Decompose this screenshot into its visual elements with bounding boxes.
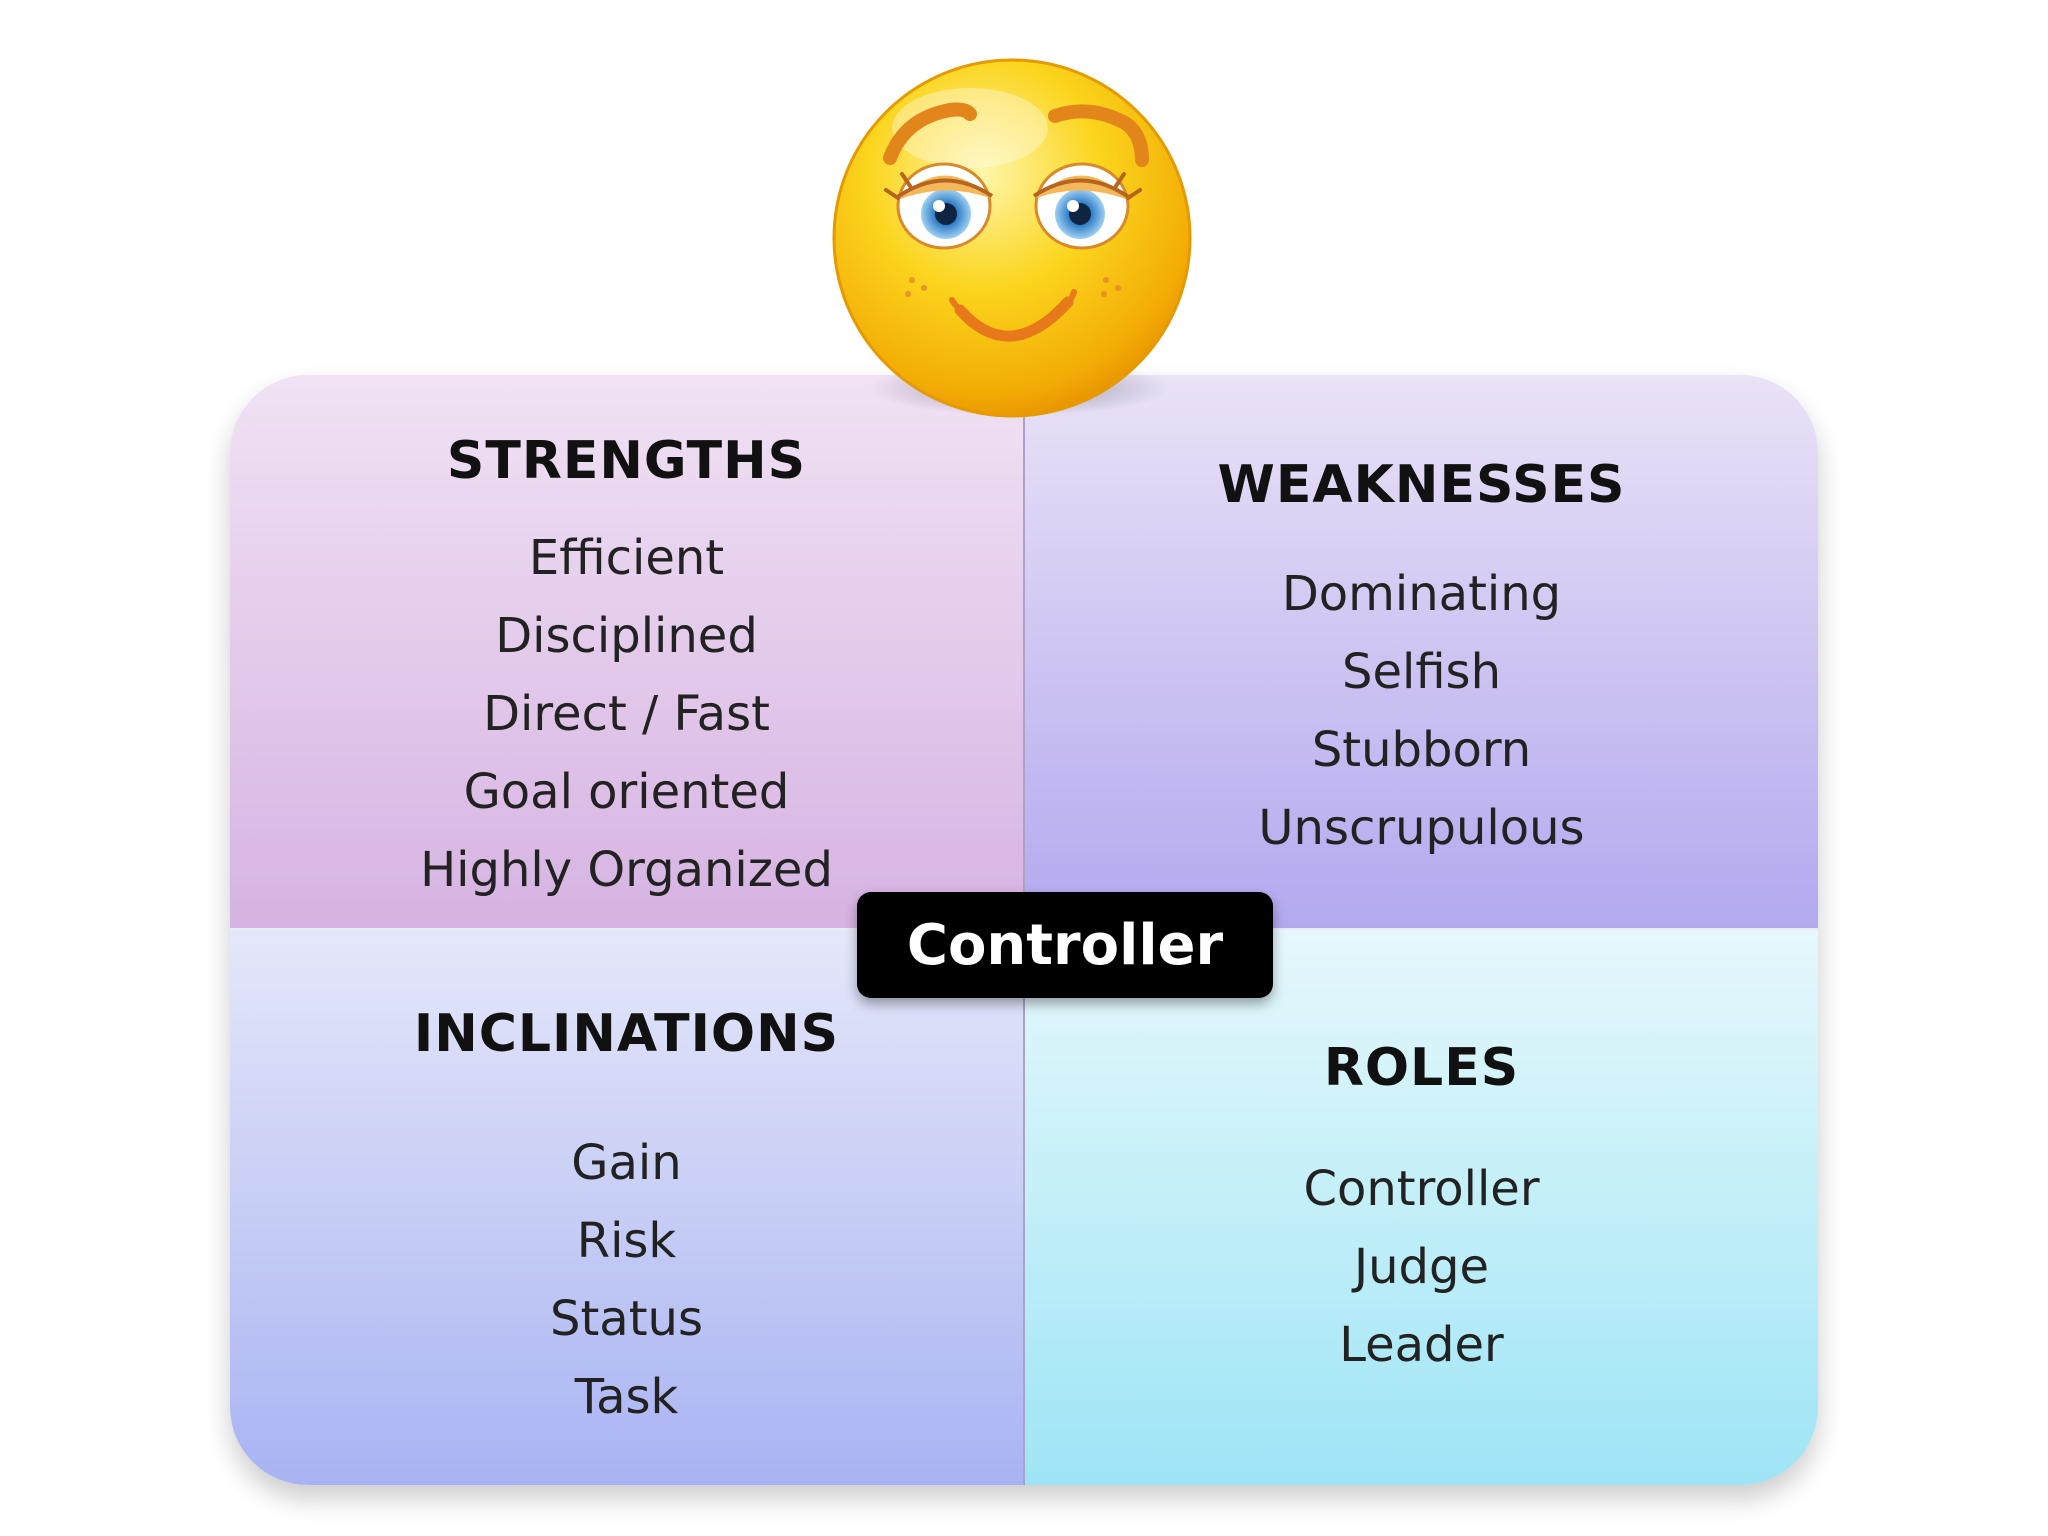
strengths-quadrant: STRENGTHS Efficient Disciplined Direct /…	[230, 375, 1023, 928]
personality-grid: STRENGTHS Efficient Disciplined Direct /…	[230, 375, 1818, 1485]
inclinations-quadrant: INCLINATIONS Gain Risk Status Task	[230, 930, 1023, 1485]
inclinations-list: Gain Risk Status Task	[550, 1124, 703, 1436]
list-item: Judge	[1353, 1239, 1490, 1295]
list-item: Risk	[576, 1213, 677, 1269]
list-item: Status	[550, 1291, 703, 1347]
smiley-face-icon	[832, 58, 1192, 418]
inclinations-heading: INCLINATIONS	[413, 1004, 840, 1064]
list-item: Highly Organized	[420, 842, 833, 898]
list-item: Controller	[1303, 1161, 1540, 1217]
list-item: Task	[574, 1369, 679, 1425]
roles-quadrant: ROLES Controller Judge Leader	[1025, 930, 1818, 1485]
list-item: Goal oriented	[463, 764, 790, 820]
list-item: Disciplined	[495, 608, 758, 664]
list-item: Gain	[571, 1135, 682, 1191]
center-label-badge: Controller	[857, 892, 1273, 998]
list-item: Selfish	[1341, 644, 1501, 700]
list-item: Dominating	[1281, 566, 1562, 622]
list-item: Direct / Fast	[483, 686, 770, 742]
strengths-heading: STRENGTHS	[446, 431, 807, 491]
list-item: Leader	[1339, 1317, 1504, 1373]
roles-list: Controller Judge Leader	[1303, 1150, 1539, 1384]
list-item: Stubborn	[1311, 722, 1532, 778]
list-item: Efficient	[528, 530, 725, 586]
roles-heading: ROLES	[1323, 1038, 1520, 1098]
list-item: Unscrupulous	[1258, 800, 1585, 856]
strengths-list: Efficient Disciplined Direct / Fast Goal…	[420, 519, 833, 909]
weaknesses-list: Dominating Selfish Stubborn Unscrupulous	[1258, 555, 1584, 867]
weaknesses-heading: WEAKNESSES	[1217, 455, 1626, 515]
weaknesses-quadrant: WEAKNESSES Dominating Selfish Stubborn U…	[1025, 375, 1818, 928]
